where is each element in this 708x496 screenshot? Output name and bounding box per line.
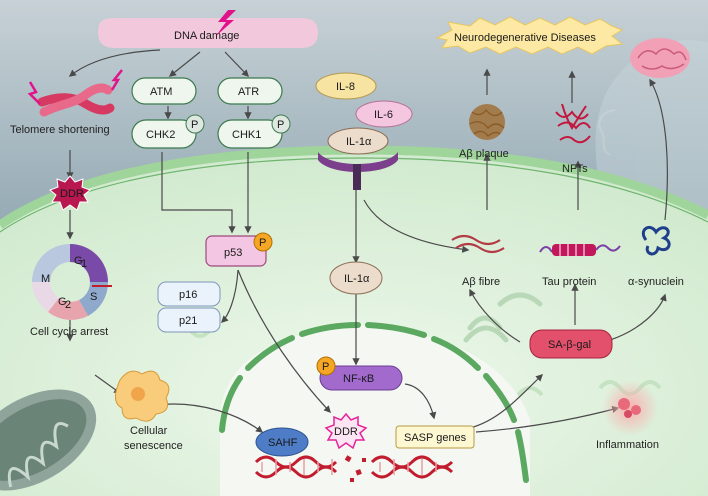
svg-text:1: 1 — [81, 258, 87, 270]
atr-node: ATR — [217, 77, 283, 105]
ddr-burst-nucleus: DDR — [324, 412, 368, 450]
nfts-label: NFTs — [562, 163, 588, 175]
alpha-synuclein-icon — [641, 226, 671, 256]
svg-text:M: M — [41, 273, 50, 285]
il1a-node: IL-1α — [327, 127, 389, 155]
il1a-inner-label: IL-1α — [344, 273, 370, 285]
il1a-inner-node: IL-1α — [329, 261, 383, 295]
ddr-left-label: DDR — [60, 188, 84, 200]
svg-text:P: P — [322, 361, 329, 373]
sa-beta-gal-node: SA-β-gal — [529, 329, 613, 359]
cell-cycle-wheel: G 1 M S G 2 — [32, 244, 112, 320]
chk1-p-badge: P — [271, 114, 291, 134]
il1a-label: IL-1α — [346, 136, 372, 148]
alpha-synuclein-label: α-synuclein — [628, 276, 684, 288]
inflammation-label: Inflammation — [596, 439, 659, 451]
sasp-label: SASP genes — [404, 432, 467, 444]
dna-damage-banner: DNA damage — [98, 18, 318, 48]
il6-label: IL-6 — [374, 109, 393, 121]
atm-label: ATM — [150, 86, 172, 98]
p16-node: p16 — [157, 281, 221, 307]
chk1-label: CHK1 — [232, 129, 261, 141]
chk2-node: CHK2 — [131, 119, 197, 149]
nfkb-node: NF-κB — [319, 365, 403, 391]
p53-label: p53 — [224, 247, 242, 259]
il6-node: IL-6 — [355, 100, 413, 128]
svg-text:P: P — [191, 119, 198, 131]
sahf-label: SAHF — [268, 437, 298, 449]
ddr-nucleus-label: DDR — [334, 426, 358, 438]
brain-icon — [630, 38, 690, 78]
neuro-label: Neurodegenerative Diseases — [454, 32, 596, 44]
svg-text:G: G — [74, 255, 83, 267]
cell-cycle-label: Cell cycle arrest — [30, 326, 108, 338]
atr-label: ATR — [238, 86, 259, 98]
telomere-label: Telomere shortening — [10, 124, 110, 136]
mitochondrion-icon — [0, 389, 97, 491]
nfkb-label: NF-κB — [343, 373, 374, 385]
inflammation-icon — [602, 380, 658, 436]
cellular-label: Cellular — [130, 425, 168, 437]
sasp-genes-node: SASP genes — [395, 425, 475, 449]
atm-node: ATM — [131, 77, 197, 105]
chk1-node: CHK1 — [217, 119, 283, 149]
arrows — [66, 49, 668, 433]
dna-helix-icon — [254, 455, 454, 482]
p53-p-badge: P — [253, 232, 273, 252]
svg-text:P: P — [259, 237, 266, 249]
svg-text:P: P — [277, 119, 284, 131]
sahf-node: SAHF — [255, 427, 309, 457]
nfts-icon — [555, 103, 591, 144]
lightning-icon — [216, 10, 236, 36]
tau-label: Tau protein — [542, 276, 596, 288]
chk2-label: CHK2 — [146, 129, 175, 141]
p21-node: p21 — [157, 307, 221, 333]
ddr-burst-left: DDR — [49, 175, 91, 211]
svg-text:S: S — [90, 291, 97, 303]
abeta-fibre-icon — [451, 234, 505, 254]
il8-label: IL-8 — [336, 81, 355, 93]
neuro-banner: Neurodegenerative Diseases — [435, 16, 624, 55]
chk2-p-badge: P — [185, 114, 205, 134]
receptor-icon — [318, 152, 398, 190]
nfkb-p-badge: P — [316, 356, 336, 376]
abeta-plaque-label: Aβ plaque — [459, 148, 509, 160]
senescence-label: senescence — [124, 440, 183, 452]
p53-node: p53 — [205, 235, 267, 267]
senescent-cell-icon — [115, 370, 170, 422]
chromosome-icon — [27, 69, 123, 117]
svg-text:G: G — [58, 296, 67, 308]
p21-label: p21 — [179, 315, 197, 327]
abeta-plaque-icon — [469, 104, 505, 140]
sa-beta-gal-label: SA-β-gal — [548, 339, 591, 351]
svg-text:2: 2 — [65, 299, 71, 311]
abeta-fibre-label: Aβ fibre — [462, 276, 500, 288]
dna-damage-label: DNA damage — [174, 30, 239, 42]
p16-label: p16 — [179, 289, 197, 301]
il8-node: IL-8 — [315, 72, 377, 100]
tau-protein-icon — [539, 244, 621, 256]
